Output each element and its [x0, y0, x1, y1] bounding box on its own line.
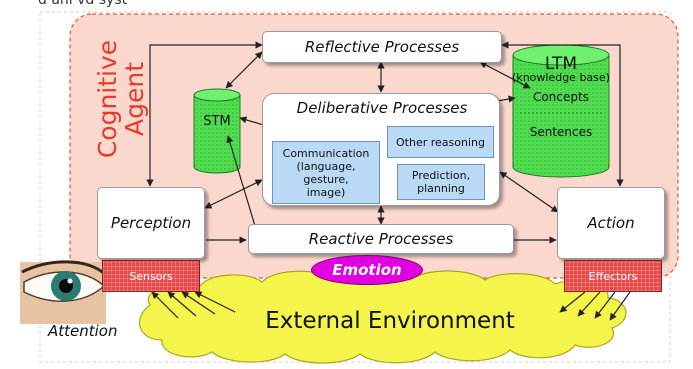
eye-illustration: [20, 260, 108, 324]
arrow-reflective-ltm: [479, 61, 531, 89]
arrow-deliberative-action: [499, 171, 559, 213]
top-title-fragment: d anl vd syst: [38, 0, 128, 8]
ltm-subtitle: (knowledge base): [512, 71, 610, 84]
arrow-reflective-perception: [146, 41, 263, 187]
agent-title-line-1: Cognitive: [93, 39, 122, 159]
external-environment-label: External Environment: [265, 308, 515, 334]
effectors-label: Effectors: [588, 269, 638, 283]
communication-line-2: (language,: [296, 159, 356, 173]
arrow-reflective-stm: [225, 51, 263, 89]
ltm-concepts: Concepts: [533, 90, 589, 104]
prediction-line-2: planning: [417, 182, 465, 195]
effectors-box: Effectors: [564, 260, 662, 292]
reflective-processes-box: Reflective Processes: [262, 31, 502, 63]
deliberative-processes-label: Deliberative Processes: [296, 99, 468, 117]
emotion-label: Emotion: [332, 261, 402, 279]
agent-title: Cognitive Agent: [83, 30, 149, 180]
action-label: Action: [587, 214, 635, 232]
reactive-processes-box: Reactive Processes: [248, 224, 514, 254]
stm-cylinder: [193, 88, 241, 174]
communication-line-1: Communication: [282, 146, 370, 160]
communication-process: Communication (language, gesture, image): [272, 141, 380, 204]
attention-label: Attention: [48, 322, 118, 340]
reflective-processes-label: Reflective Processes: [304, 38, 460, 56]
stm-label: STM: [203, 114, 231, 129]
ltm-title: LTM: [544, 54, 578, 74]
arrow-perception-deliberative: [204, 179, 263, 209]
connector-arrows: [146, 41, 631, 321]
communication-line-4: image): [306, 185, 346, 199]
perception-label: Perception: [110, 214, 192, 232]
other-reasoning-process: Other reasoning: [387, 126, 494, 158]
arrow-perception-stm: [226, 135, 256, 227]
arrow-reflective-action: [501, 41, 624, 187]
sensors-label: Sensors: [129, 269, 173, 283]
prediction-planning-process: Prediction, planning: [397, 164, 485, 200]
other-reasoning-label: Other reasoning: [396, 135, 485, 149]
ltm-sentences: Sentences: [529, 125, 593, 139]
sensors-box: Sensors: [102, 260, 200, 292]
communication-line-3: gesture,: [303, 172, 349, 186]
reactive-processes-label: Reactive Processes: [308, 230, 454, 248]
action-box: Action: [557, 187, 665, 259]
prediction-line-1: Prediction,: [411, 169, 471, 182]
agent-title-line-2: Agent: [120, 62, 149, 136]
perception-box: Perception: [97, 187, 205, 259]
emotion-ellipse: Emotion: [311, 255, 423, 285]
